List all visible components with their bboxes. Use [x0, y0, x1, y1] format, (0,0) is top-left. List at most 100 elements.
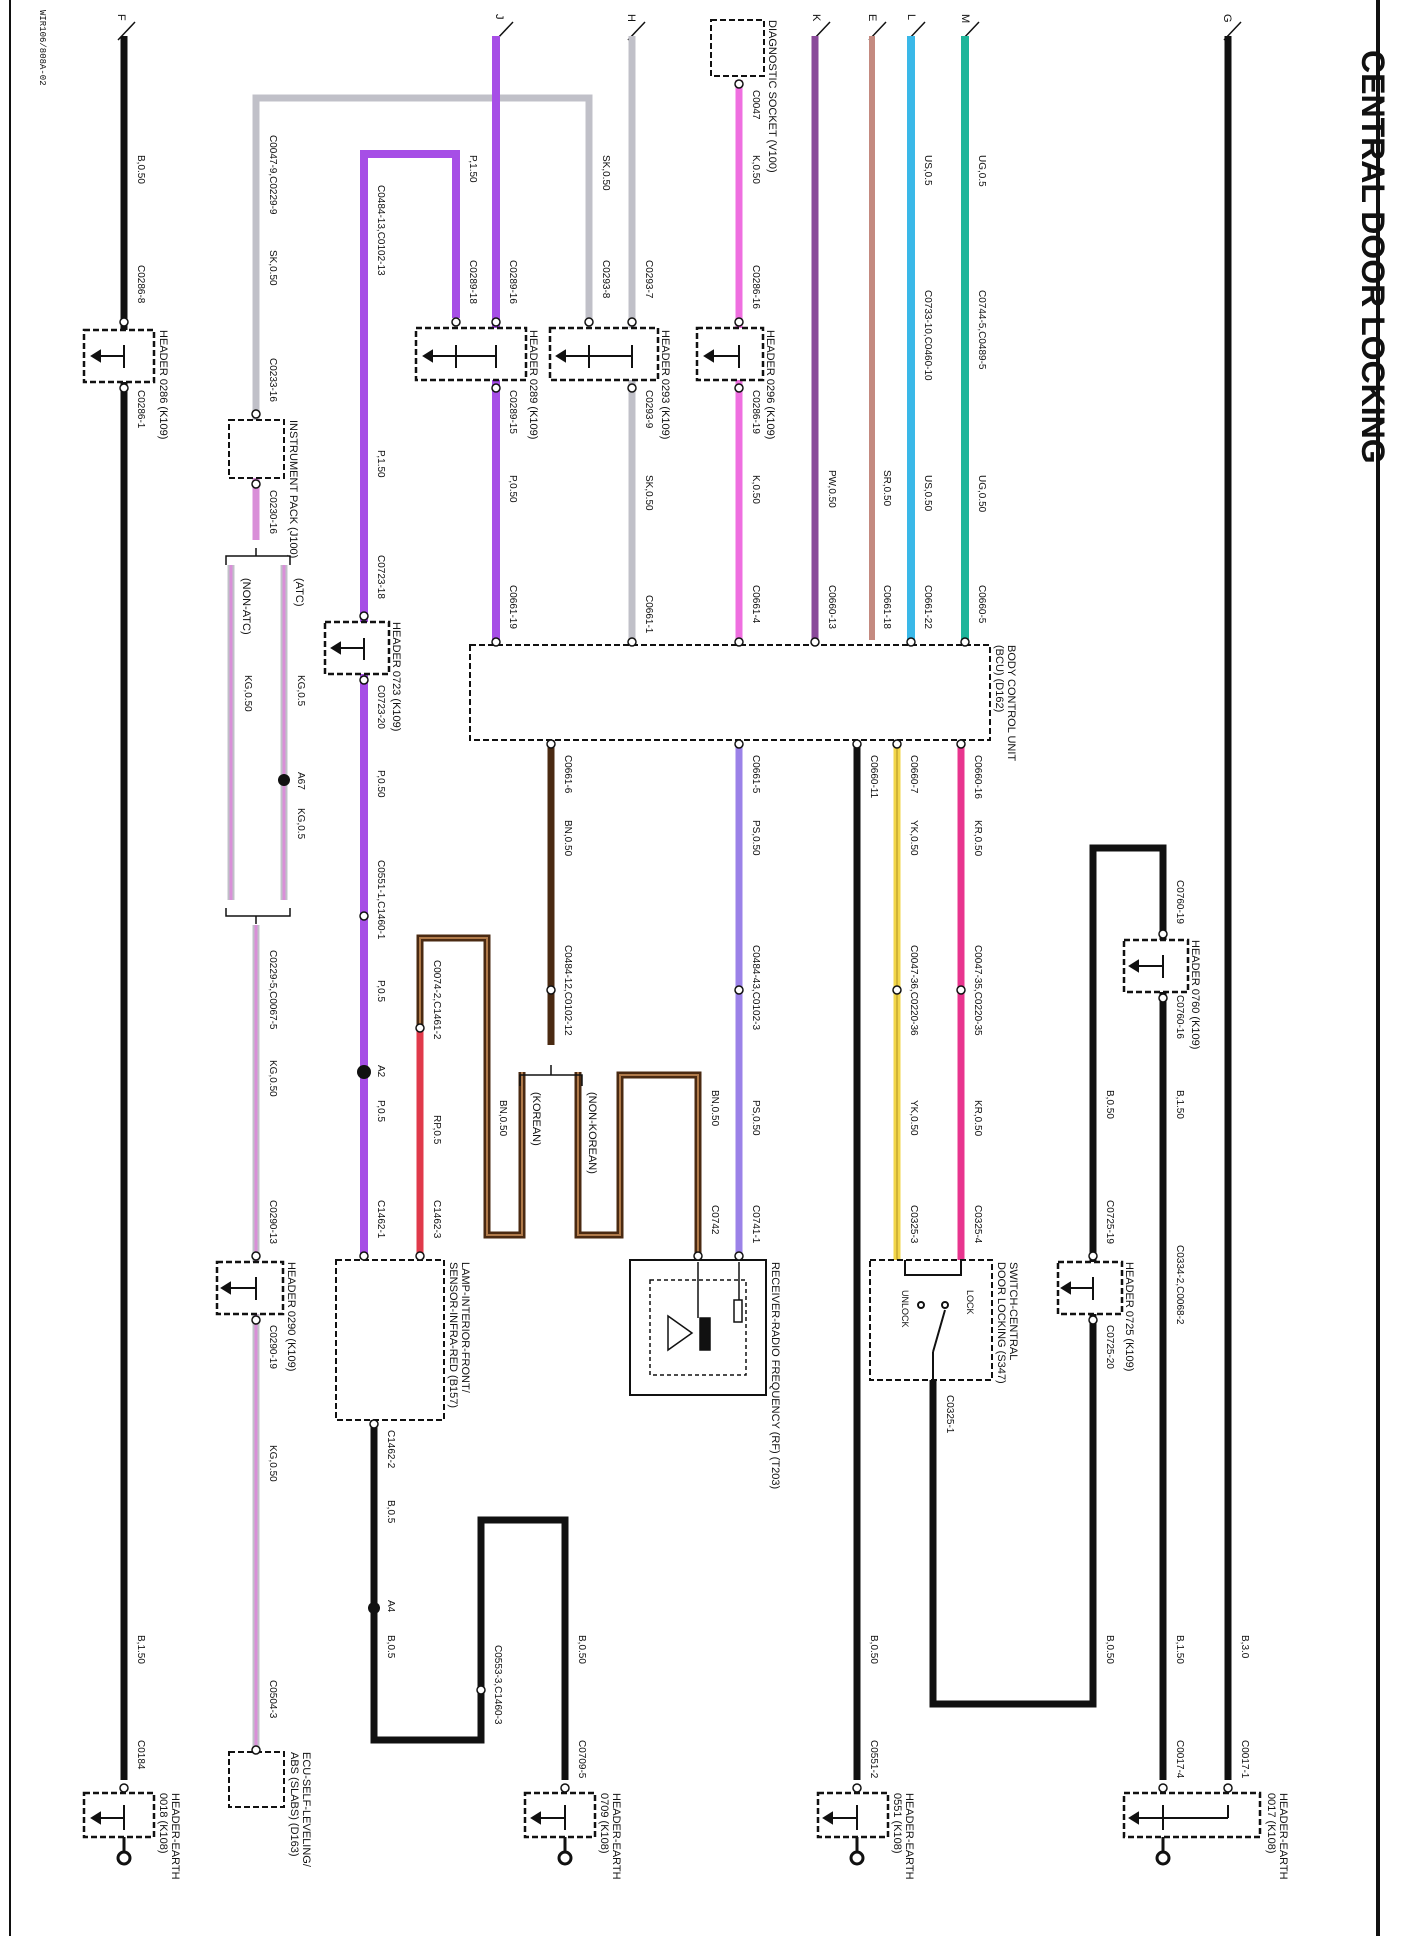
terminals: [119, 79, 1233, 1793]
connector-letter-j: J: [493, 14, 505, 20]
header-0296-arrow: [713, 345, 740, 368]
label-a67: A67: [295, 772, 306, 790]
switch-label-1: SWITCH-CENTRAL: [1007, 1262, 1019, 1360]
lamp-label-1: LAMP-INTERIOR-FRONT/: [459, 1262, 471, 1394]
label-bn-nk-050: BN,0.50: [709, 1090, 720, 1127]
instrument-pack-box: [228, 419, 285, 479]
earth-0018-label-1: HEADER-EARTH: [169, 1793, 181, 1880]
label-l-c0661-22: C0661-22: [922, 585, 933, 629]
header-0723-arrow: [340, 638, 365, 660]
label-e-sr050: SR,0.50: [881, 470, 892, 507]
splice-a67: [278, 774, 290, 786]
label-pk-k050: K,0.50: [750, 155, 761, 184]
bcu-label-1: BODY CONTROL UNIT: [1005, 645, 1017, 761]
label-kg-c0229: C0229-5,C0067-5: [267, 950, 278, 1030]
earth-stems: [122, 1837, 1165, 1852]
label-vl-c0723-18: C0723-18: [375, 555, 386, 599]
lamp-label-2: SENSOR-INFRA-RED (B157): [447, 1262, 459, 1408]
header-0725-label: HEADER 0725 (K109): [1123, 1262, 1135, 1371]
lamp-box: [335, 1259, 445, 1421]
label-f-b050: B,0.50: [135, 155, 146, 184]
switch-label-2: DOOR LOCKING (S347): [995, 1262, 1007, 1384]
label-j-c0289-15: C0289-15: [507, 390, 518, 434]
label-k-pw050: PW,0.50: [826, 470, 837, 508]
earth-0018-icon: [116, 1850, 132, 1866]
label-g-b050: B,0.50: [1104, 1090, 1115, 1119]
label-j-c0661-19: C0661-19: [507, 585, 518, 629]
label-l-us05: US,0.5: [922, 155, 933, 186]
label-g-b150: B,1.50: [1174, 1090, 1185, 1119]
label-lc-c0661-5: C0661-5: [750, 755, 761, 794]
label-lp-c1462-2: C1462-2: [385, 1430, 396, 1469]
switch-lock-contact: [941, 1301, 949, 1309]
earth-0018-box: [82, 1791, 156, 1839]
label-h-c0293-7: C0293-7: [643, 260, 654, 299]
label-kg-050b: KG,0.50: [267, 1445, 278, 1482]
earth-0017-label-2: 0017 (K108): [1265, 1793, 1277, 1854]
label-c0553: C0553-3,C1460-3: [492, 1645, 503, 1725]
label-f-c0184: C0184: [135, 1740, 146, 1770]
label-bn-c0661-6: C0661-6: [562, 755, 573, 794]
label-kg-050a: KG,0.50: [267, 1060, 278, 1097]
label-vl-c1462-1: C1462-1: [375, 1200, 386, 1239]
label-vl-p05b: P,0.5: [375, 1100, 386, 1122]
ecu-box: [228, 1751, 285, 1808]
label-g-b30: B,3.0: [1239, 1635, 1250, 1659]
earth-0709-icon: [557, 1850, 573, 1866]
label-g-b150b: B,1.50: [1174, 1635, 1185, 1664]
body-control-unit-box: [469, 644, 991, 741]
label-g-c0017-4: C0017-4: [1174, 1740, 1185, 1779]
label-e709-c0709-5: C0709-5: [576, 1740, 587, 1779]
label-gy-c0047: C0047-9,C0229-9: [267, 135, 278, 215]
label-yl-c0660-7: C0660-7: [908, 755, 919, 794]
label-vl-c0723-20: C0723-20: [375, 685, 386, 729]
connector-letter-m: M: [959, 14, 971, 23]
label-j-c0289-16: C0289-16: [507, 260, 518, 304]
label-g-c0760-16: C0760-16: [1174, 995, 1185, 1039]
label-mg-c0047: C0047-35,C0220-35: [972, 945, 983, 1036]
header-0760-arrow: [1138, 955, 1164, 978]
ecu-label-2: ABS (SLABS) (D163): [288, 1752, 300, 1857]
label-vl-c0551: C0551-1,C1460-1: [375, 860, 386, 940]
header-0725-arrow: [1070, 1277, 1094, 1300]
earth-0017-icon: [1155, 1850, 1171, 1866]
label-blk-c0660-11: C0660-11: [868, 755, 879, 799]
label-kg-c0504-3: C0504-3: [267, 1680, 278, 1719]
label-gy-c0230-16: C0230-16: [267, 490, 278, 534]
non-atc-label: (NON-ATC): [240, 578, 252, 635]
earth-0551-icon: [849, 1850, 865, 1866]
label-mg-kr050b: KR,0.50: [972, 1100, 983, 1137]
receiver-resistor-icon: [733, 1299, 743, 1323]
header-0286-arrow: [100, 345, 125, 368]
diagnostic-socket-label: DIAGNOSTIC SOCKET (V100): [766, 20, 778, 173]
wire-lamp-earth: [370, 1420, 569, 1780]
component-labels: HEADER 0286 (K109) HEADER 0289 (K109) HE…: [157, 20, 1289, 1880]
switch-lock-line: [904, 1260, 962, 1276]
label-mg-c0325-4: C0325-4: [972, 1205, 983, 1244]
label-m-ug05: UG,0.5: [976, 155, 987, 187]
label-lp-b05b: B,0.5: [385, 1635, 396, 1659]
headers: [82, 326, 1262, 1839]
label-bn-k-050: BN,0.50: [497, 1100, 508, 1137]
label-bn-c0484-12: C0484-12,C0102-12: [562, 945, 573, 1036]
label-g-b050-lower: B,0.50: [1104, 1635, 1115, 1664]
label-vl-p150: P,1.50: [375, 450, 386, 478]
unlock-label: UNLOCK: [900, 1290, 910, 1328]
earth-0017-arrow: [1138, 1805, 1229, 1830]
earth-0709-label-1: HEADER-EARTH: [610, 1793, 622, 1880]
label-bn-c0742: C0742: [709, 1205, 720, 1235]
switch-lever-icon: [932, 1309, 946, 1380]
option-labels: (ATC) (NON-ATC) (KOREAN) (NON-KOREAN) LO…: [240, 578, 975, 1328]
label-yl-yk050b: YK,0.50: [908, 1100, 919, 1136]
label-pk-k050b: K,0.50: [750, 475, 761, 504]
label-g-c0760-19: C0760-19: [1174, 880, 1185, 924]
header-0286-label: HEADER 0286 (K109): [157, 330, 169, 439]
label-f-c0286-8: C0286-8: [135, 265, 146, 304]
components: [228, 19, 993, 1808]
receiver-coil-icon: [699, 1317, 711, 1351]
header-0293-box: [548, 326, 660, 382]
earth-0551-label-2: 0551 (K108): [891, 1793, 903, 1854]
switch-box: [869, 1259, 993, 1381]
connector-letter-g: G: [1221, 14, 1233, 23]
splice-a4: [368, 1602, 380, 1614]
